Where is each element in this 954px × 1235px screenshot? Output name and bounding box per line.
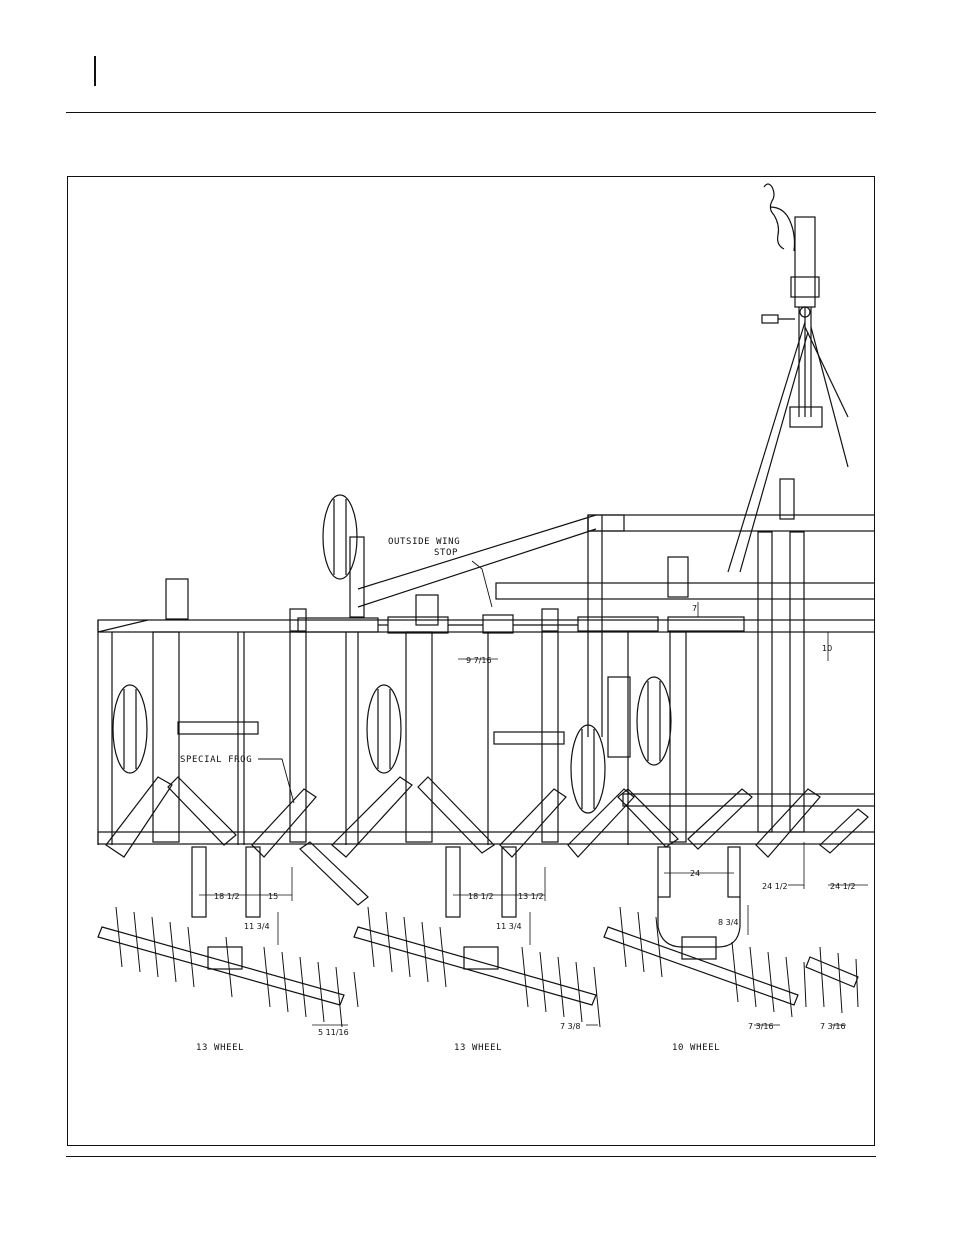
hitch-assembly	[728, 184, 848, 572]
dim-label: 7	[692, 604, 697, 613]
dim-label: 18 1/2	[214, 892, 240, 901]
section-label-center: 13 WHEEL	[454, 1043, 502, 1053]
field-cultivator-drawing: OUTSIDE WING STOP SPECIAL FROG 7 10 9 7/…	[68, 177, 875, 1146]
dim-label: 7 3/16	[820, 1022, 846, 1031]
harrow-teeth	[116, 907, 858, 1027]
dim-label: 11 3/4	[496, 922, 522, 931]
dim-label: 24 1/2	[830, 882, 856, 891]
main-frame	[98, 515, 875, 845]
rockshaft	[298, 615, 744, 633]
dim-label: 5 11/16	[318, 1028, 349, 1037]
header-margin-mark	[94, 56, 96, 86]
dim-label: 10	[822, 644, 832, 653]
footer-rule	[66, 1156, 876, 1157]
dim-label: 24 1/2	[762, 882, 788, 891]
section-label-right: 10 WHEEL	[672, 1043, 720, 1053]
dim-label: 13 1/2	[518, 892, 544, 901]
dimension-lines	[199, 602, 868, 1025]
dim-label: 9 7/16	[466, 656, 492, 665]
dim-label: 18 1/2	[468, 892, 494, 901]
harrow-arms	[192, 847, 740, 969]
dim-label: 24	[690, 869, 700, 878]
callout-outside-wing-stop: OUTSIDE WING	[388, 537, 460, 547]
callout-special-frog: SPECIAL FROG	[180, 755, 252, 765]
dim-label: 11 3/4	[244, 922, 270, 931]
technical-drawing-frame: OUTSIDE WING STOP SPECIAL FROG 7 10 9 7/…	[67, 176, 875, 1146]
header-rule	[66, 112, 876, 113]
section-label-left: 13 WHEEL	[196, 1043, 244, 1053]
callout-outside-wing-stop-line2: STOP	[434, 548, 458, 558]
dim-label: 8 3/4	[718, 918, 739, 927]
dim-label: 7 3/8	[560, 1022, 581, 1031]
dim-label: 15	[268, 892, 278, 901]
sweeps	[106, 777, 868, 905]
dim-label: 7 3/16	[748, 1022, 774, 1031]
harrow-bars	[98, 927, 858, 1005]
